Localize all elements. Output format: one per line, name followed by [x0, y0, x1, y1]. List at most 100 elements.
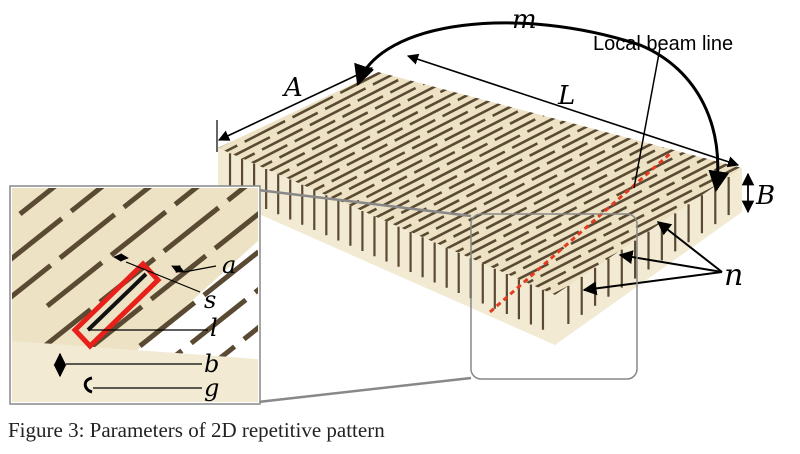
slit [555, 72, 597, 77]
slit [487, 230, 530, 254]
slit [722, 72, 742, 84]
inset-slit [162, 205, 221, 254]
slit [388, 48, 428, 69]
slit [760, 101, 800, 122]
slit [745, 118, 785, 139]
slit [707, 76, 742, 100]
inset-slit [159, 22, 214, 65]
s-label: s [204, 286, 216, 314]
slit [705, 237, 742, 261]
slit [726, 108, 742, 132]
slit [747, 142, 787, 163]
inset-slit [4, 32, 59, 75]
slit [758, 77, 798, 98]
slit [657, 76, 699, 100]
inset-slit [226, 188, 248, 203]
slit [296, 143, 338, 167]
slit [439, 72, 482, 94]
slit [549, 0, 589, 3]
slit [635, 205, 678, 229]
slit [754, 29, 794, 50]
slit [738, 45, 778, 66]
slit [661, 124, 704, 148]
slit [518, 198, 560, 222]
inset-slit [0, 127, 35, 170]
slit [791, 69, 800, 90]
slit [555, 238, 597, 262]
slit [711, 124, 742, 148]
inset-slit [212, 18, 267, 61]
slit [435, 206, 478, 230]
slit [639, 72, 682, 92]
slit [572, 72, 615, 85]
slit [609, 101, 652, 125]
slit [701, 5, 741, 26]
slit [754, 214, 794, 235]
slit [705, 72, 742, 76]
inset-slit [69, 188, 105, 214]
slit [618, 197, 660, 221]
slit [499, 0, 539, 3]
slit [709, 100, 742, 124]
slit [521, 39, 561, 60]
slit [720, 220, 742, 244]
slit [552, 214, 595, 238]
inset-slit [44, 76, 99, 119]
slit [669, 14, 709, 35]
dimension-a-label: A [282, 73, 303, 103]
slit [263, 151, 306, 175]
slit [780, 133, 800, 154]
inset-slit [213, 211, 258, 251]
inset-slit [135, 117, 190, 160]
slit [601, 6, 641, 27]
zoom-connector-bottom [257, 376, 472, 404]
slit [522, 246, 565, 270]
slit [620, 221, 663, 245]
slit [771, 222, 800, 243]
m-curved-arrow [354, 21, 730, 193]
slit [502, 214, 545, 238]
slit [538, 47, 578, 68]
slit [617, 0, 657, 11]
dimension-b-label: B [755, 181, 775, 211]
slit [592, 93, 634, 117]
inset-front-face [12, 340, 258, 402]
slit [505, 238, 547, 262]
slit [659, 285, 702, 295]
slit [619, 14, 659, 35]
slit [771, 37, 800, 58]
slit [626, 293, 669, 295]
inset-slit [55, 29, 110, 72]
inset-slit [45, 260, 104, 308]
slit [788, 45, 800, 66]
slit [778, 109, 800, 130]
slit [421, 39, 461, 60]
inset-slit [58, 212, 117, 260]
zoom-connector-top [257, 188, 472, 218]
slit [762, 125, 800, 146]
slit [782, 157, 800, 178]
inset-slit [31, 124, 86, 167]
slit [756, 53, 796, 74]
l-label: l [210, 314, 218, 342]
slit [568, 197, 610, 221]
inset-slit [0, 80, 46, 123]
highlighted-slit-box [71, 260, 162, 350]
inset-slit [172, 0, 227, 17]
inset-slit [138, 300, 197, 348]
slit [218, 144, 238, 168]
highlighted-slit [86, 272, 148, 332]
slit [724, 84, 742, 108]
slit [599, 0, 639, 3]
slit [550, 190, 593, 214]
slit [650, 189, 693, 213]
slit [667, 0, 707, 10]
slit [281, 159, 323, 183]
slit [788, 230, 800, 251]
inset-slit [108, 25, 163, 68]
inset-slit [12, 216, 64, 262]
slit [489, 72, 532, 93]
slit [537, 230, 580, 254]
inset-slit [316, 11, 371, 54]
inset-slit [242, 324, 258, 342]
